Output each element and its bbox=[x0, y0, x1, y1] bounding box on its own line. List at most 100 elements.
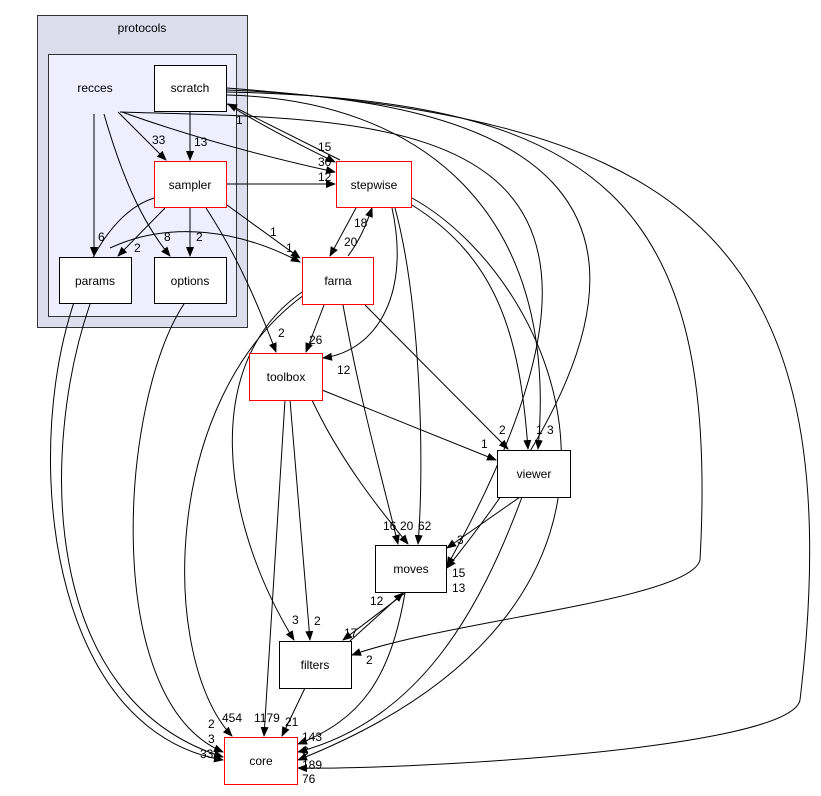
edge-label: 2 bbox=[314, 614, 321, 628]
node-farna-label: farna bbox=[324, 274, 352, 288]
edge-toolbox-to-viewer bbox=[321, 389, 497, 461]
edge-label: 33 bbox=[152, 133, 166, 147]
node-sampler-label: sampler bbox=[169, 178, 212, 192]
node-core[interactable]: core bbox=[224, 737, 298, 785]
edge-label: 1179 bbox=[254, 711, 280, 725]
edge-label: 189 bbox=[302, 758, 322, 772]
edge-params-to-farna bbox=[109, 231, 301, 263]
edge-stepwise-to-moves bbox=[394, 207, 423, 545]
edge-label: 1 bbox=[236, 113, 243, 127]
edge-sampler-to-farna bbox=[226, 204, 301, 259]
edge-toolbox-to-filters bbox=[289, 399, 314, 641]
edge-farna-to-toolbox bbox=[305, 304, 325, 353]
edge-sampler-to-params bbox=[117, 207, 166, 257]
edge-toolbox-to-moves bbox=[311, 399, 409, 545]
edge-moves-to-core bbox=[297, 592, 406, 745]
edge-label: 15 bbox=[318, 140, 332, 154]
edge-label: 17 bbox=[344, 626, 358, 640]
edge-stepwise-to-scratch bbox=[227, 103, 341, 161]
edge-label: 2 bbox=[134, 241, 141, 255]
edge-scratch-to-core bbox=[226, 87, 811, 773]
edge-label: 16 bbox=[383, 519, 397, 533]
edge-viewer-to-core bbox=[297, 496, 523, 754]
edge-label: 8 bbox=[164, 230, 171, 244]
edge-label: 3 bbox=[457, 533, 464, 547]
edge-label: 13 bbox=[452, 581, 466, 595]
node-moves[interactable]: moves bbox=[375, 545, 447, 593]
edge-farna-to-viewer bbox=[364, 304, 509, 450]
edge-options-to-core bbox=[132, 303, 224, 753]
edge-scratch-to-viewer bbox=[226, 94, 543, 450]
edge-params-to-core bbox=[61, 303, 224, 759]
edge-stepwise-to-farna bbox=[329, 207, 357, 257]
edge-label: 76 bbox=[302, 772, 316, 786]
edge-recces-to-sampler bbox=[117, 111, 167, 161]
edge-label: 26 bbox=[309, 333, 323, 347]
edge-label: 18 bbox=[354, 216, 368, 230]
edge-filters-to-moves bbox=[349, 592, 404, 642]
cluster-protocols-label: protocols bbox=[118, 21, 167, 35]
edge-farna-to-moves bbox=[342, 304, 400, 545]
edge-label: 62 bbox=[418, 519, 432, 533]
node-stepwise[interactable]: stepwise bbox=[336, 161, 412, 208]
edge-stepwise-to-toolbox bbox=[322, 207, 398, 361]
edge-farna-to-core bbox=[184, 294, 305, 737]
edge-recces-to-options bbox=[103, 113, 171, 257]
edge-label: 2 bbox=[196, 230, 203, 244]
edge-label: 1 bbox=[536, 423, 543, 437]
edge-label: 21 bbox=[285, 715, 299, 729]
edge-sampler-to-core bbox=[50, 197, 224, 763]
edge-sampler-to-toolbox bbox=[205, 207, 277, 353]
node-filters-label: filters bbox=[301, 658, 330, 672]
node-filters[interactable]: filters bbox=[279, 641, 352, 689]
node-farna[interactable]: farna bbox=[302, 257, 374, 305]
edge-label: 15 bbox=[452, 566, 466, 580]
edge-label: 2 bbox=[366, 653, 373, 667]
node-options[interactable]: options bbox=[154, 257, 227, 304]
edge-label: 20 bbox=[344, 235, 358, 249]
edge-label: 2 bbox=[499, 423, 506, 437]
node-moves-label: moves bbox=[393, 562, 428, 576]
edge-scratch-to-stepwise bbox=[226, 103, 336, 163]
node-scratch[interactable]: scratch bbox=[154, 65, 227, 112]
node-viewer[interactable]: viewer bbox=[497, 450, 571, 498]
node-params[interactable]: params bbox=[59, 257, 132, 304]
edge-filters-to-core bbox=[281, 687, 306, 737]
edge-label: 454 bbox=[222, 711, 242, 725]
edge-recces-to-moves bbox=[119, 111, 543, 567]
node-toolbox-label: toolbox bbox=[267, 370, 306, 384]
node-stepwise-label: stepwise bbox=[351, 178, 398, 192]
edge-label: 12 bbox=[337, 363, 351, 377]
node-params-label: params bbox=[75, 274, 115, 288]
node-sampler[interactable]: sampler bbox=[154, 161, 227, 208]
edge-viewer-to-moves bbox=[446, 496, 521, 549]
edge-labels: 33 13 6 8 2 2 12 30 15 1 1 1 20 18 2 26 … bbox=[98, 113, 554, 786]
edge-label: 3 bbox=[208, 732, 215, 746]
edge-label: 33 bbox=[200, 747, 214, 761]
node-viewer-label: viewer bbox=[517, 467, 552, 481]
edge-farna-to-filters bbox=[231, 289, 306, 641]
edge-label: 20 bbox=[400, 519, 414, 533]
edge-farna-to-stepwise bbox=[347, 207, 373, 257]
edge-stepwise-to-core bbox=[297, 197, 562, 761]
edge-label: 30 bbox=[318, 155, 332, 169]
edge-label: 1 bbox=[286, 241, 293, 255]
node-toolbox[interactable]: toolbox bbox=[249, 353, 323, 401]
edge-label: 143 bbox=[302, 730, 322, 744]
edge-label: 1 bbox=[481, 437, 488, 451]
edge-label: 3 bbox=[302, 744, 309, 758]
edge-label: 2 bbox=[278, 326, 285, 340]
node-core-label: core bbox=[249, 754, 273, 768]
edge-label: 13 bbox=[194, 135, 208, 149]
cluster-recces-label: recces bbox=[77, 81, 112, 95]
edges bbox=[50, 87, 811, 773]
edge-label: 3 bbox=[292, 613, 299, 627]
edge-label: 3 bbox=[547, 423, 554, 437]
edge-label: 2 bbox=[208, 717, 215, 731]
edge-toolbox-to-core bbox=[260, 399, 286, 737]
edge-label: 12 bbox=[318, 170, 332, 184]
edge-label: 12 bbox=[370, 594, 384, 608]
edge-stepwise-to-viewer bbox=[411, 204, 532, 450]
edge-label: 1 bbox=[270, 225, 277, 239]
